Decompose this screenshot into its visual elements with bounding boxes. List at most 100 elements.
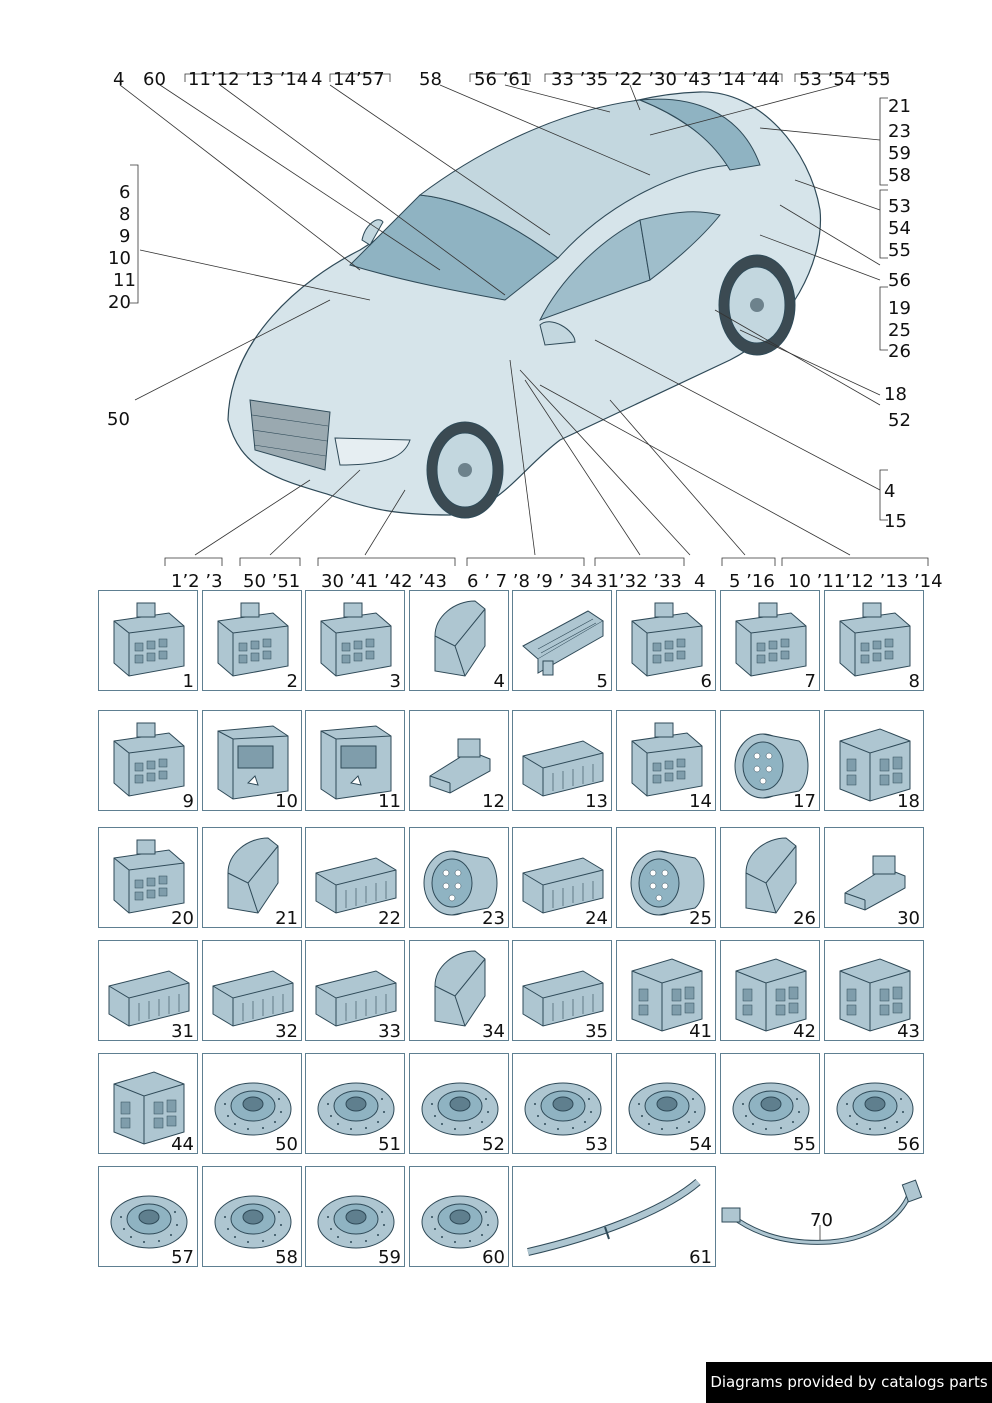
- part-cell-24[interactable]: 24: [512, 827, 612, 928]
- part-cell-52[interactable]: 52: [409, 1053, 509, 1154]
- part-cell-54[interactable]: 54: [616, 1053, 716, 1154]
- part-cell-42[interactable]: 42: [720, 940, 820, 1041]
- cable-icon: [721, 1179, 923, 1245]
- part-cell-22[interactable]: 22: [305, 827, 405, 928]
- part-number: 54: [689, 1134, 712, 1154]
- callout-top-8: 53 ’54 ’55: [799, 69, 891, 90]
- callout-right-2: 59: [888, 143, 911, 164]
- part-number: 11: [378, 791, 401, 811]
- part-number: 50: [275, 1134, 298, 1154]
- grommet-icon: [110, 1195, 188, 1249]
- callout-top-3: 4: [311, 69, 323, 90]
- grommet-icon: [421, 1082, 499, 1136]
- callout-right-13: 4: [884, 481, 896, 502]
- part-cell-17[interactable]: 17: [720, 710, 820, 811]
- part-cell-2[interactable]: 2: [202, 590, 302, 691]
- callout-right-10: 26: [888, 341, 911, 362]
- part-cell-11[interactable]: 11: [305, 710, 405, 811]
- callout-bottom-2: 30 ’41 ’42 ’43: [321, 571, 447, 592]
- part-cell-5[interactable]: 5: [512, 590, 612, 691]
- part-number: 8: [908, 671, 920, 691]
- part-cell-10[interactable]: 10: [202, 710, 302, 811]
- part-number: 12: [482, 791, 505, 811]
- flat-connector-icon: [522, 970, 604, 1027]
- part-cell-58[interactable]: 58: [202, 1166, 302, 1267]
- part-cell-7[interactable]: 7: [720, 590, 820, 691]
- callout-top-4: 14’57: [333, 69, 385, 90]
- part-number: 18: [897, 791, 920, 811]
- part-cell-4[interactable]: 4: [409, 590, 509, 691]
- callout-top-7: 33 ’35 ’22 ’30 ’43 ’14 ’44: [551, 69, 780, 90]
- part-number: 44: [171, 1134, 194, 1154]
- callout-top-1: 60: [143, 69, 166, 90]
- callout-right-8: 19: [888, 298, 911, 319]
- part-cell-61[interactable]: 61: [512, 1166, 716, 1267]
- part-cell-34[interactable]: 34: [409, 940, 509, 1041]
- credit-banner[interactable]: Diagrams provided by catalogs parts: [706, 1362, 992, 1403]
- part-cell-25[interactable]: 25: [616, 827, 716, 928]
- part-cell-33[interactable]: 33: [305, 940, 405, 1041]
- part-cell-12[interactable]: 12: [409, 710, 509, 811]
- cable-sleeve-icon: [527, 1178, 701, 1256]
- part-cell-53[interactable]: 53: [512, 1053, 612, 1154]
- round-connector-icon: [423, 850, 498, 916]
- part-cell-60[interactable]: 60: [409, 1166, 509, 1267]
- part-number: 20: [171, 908, 194, 928]
- part-cell-8[interactable]: 8: [824, 590, 924, 691]
- connector-housing-icon: [113, 839, 185, 914]
- part-cell-31[interactable]: 31: [98, 940, 198, 1041]
- part-cell-41[interactable]: 41: [616, 940, 716, 1041]
- part-cell-55[interactable]: 55: [720, 1053, 820, 1154]
- relay-socket-icon: [113, 1071, 185, 1145]
- callout-left-3: 10: [108, 248, 131, 269]
- callout-left-0: 6: [119, 182, 131, 203]
- car-mirror: [361, 219, 384, 246]
- part-cell-56[interactable]: 56: [824, 1053, 924, 1154]
- callout-bottom-5: 4: [694, 571, 706, 592]
- part-number: 31: [171, 1021, 194, 1041]
- part-cell-23[interactable]: 23: [409, 827, 509, 928]
- flat-connector-icon: [315, 857, 397, 914]
- part-cell-30[interactable]: 30: [824, 827, 924, 928]
- callout-left-4: 11: [113, 270, 136, 291]
- part-cell-13[interactable]: 13: [512, 710, 612, 811]
- callout-top-6: 56 ’61: [474, 69, 532, 90]
- part-number: 33: [378, 1021, 401, 1041]
- part-cell-50[interactable]: 50: [202, 1053, 302, 1154]
- part-cell-20[interactable]: 20: [98, 827, 198, 928]
- part-cell-3[interactable]: 3: [305, 590, 405, 691]
- part-number: 59: [378, 1247, 401, 1267]
- part-cell-18[interactable]: 18: [824, 710, 924, 811]
- grommet-icon: [214, 1082, 292, 1136]
- callout-bottom-3: 6 ’ 7 ’8 ’9 ’ 34: [467, 571, 593, 592]
- part-cell-51[interactable]: 51: [305, 1053, 405, 1154]
- flat-connector-icon: [522, 857, 604, 914]
- grommet-icon: [628, 1082, 706, 1136]
- part-number: 32: [275, 1021, 298, 1041]
- callout-bottom-7: 10 ’11’12 ’13 ’14: [788, 571, 943, 592]
- part-cell-21[interactable]: 21: [202, 827, 302, 928]
- part-cell-32[interactable]: 32: [202, 940, 302, 1041]
- part-cell-1[interactable]: 1: [98, 590, 198, 691]
- part-number: 53: [585, 1134, 608, 1154]
- part-number: 21: [275, 908, 298, 928]
- connector-housing-icon: [735, 602, 807, 677]
- flat-connector-icon: [108, 970, 190, 1027]
- part-cell-14[interactable]: 14: [616, 710, 716, 811]
- part-cell-35[interactable]: 35: [512, 940, 612, 1041]
- part-number: 43: [897, 1021, 920, 1041]
- part-number: 6: [700, 671, 712, 691]
- part-cell-44[interactable]: 44: [98, 1053, 198, 1154]
- part-number: 26: [793, 908, 816, 928]
- cable-part[interactable]: 70: [720, 1170, 935, 1265]
- callout-right-1: 23: [888, 121, 911, 142]
- part-cell-26[interactable]: 26: [720, 827, 820, 928]
- part-cell-57[interactable]: 57: [98, 1166, 198, 1267]
- part-cell-9[interactable]: 9: [98, 710, 198, 811]
- part-cell-59[interactable]: 59: [305, 1166, 405, 1267]
- round-connector-icon: [630, 850, 705, 916]
- front-wheel: [426, 421, 504, 519]
- part-cell-6[interactable]: 6: [616, 590, 716, 691]
- part-cell-43[interactable]: 43: [824, 940, 924, 1041]
